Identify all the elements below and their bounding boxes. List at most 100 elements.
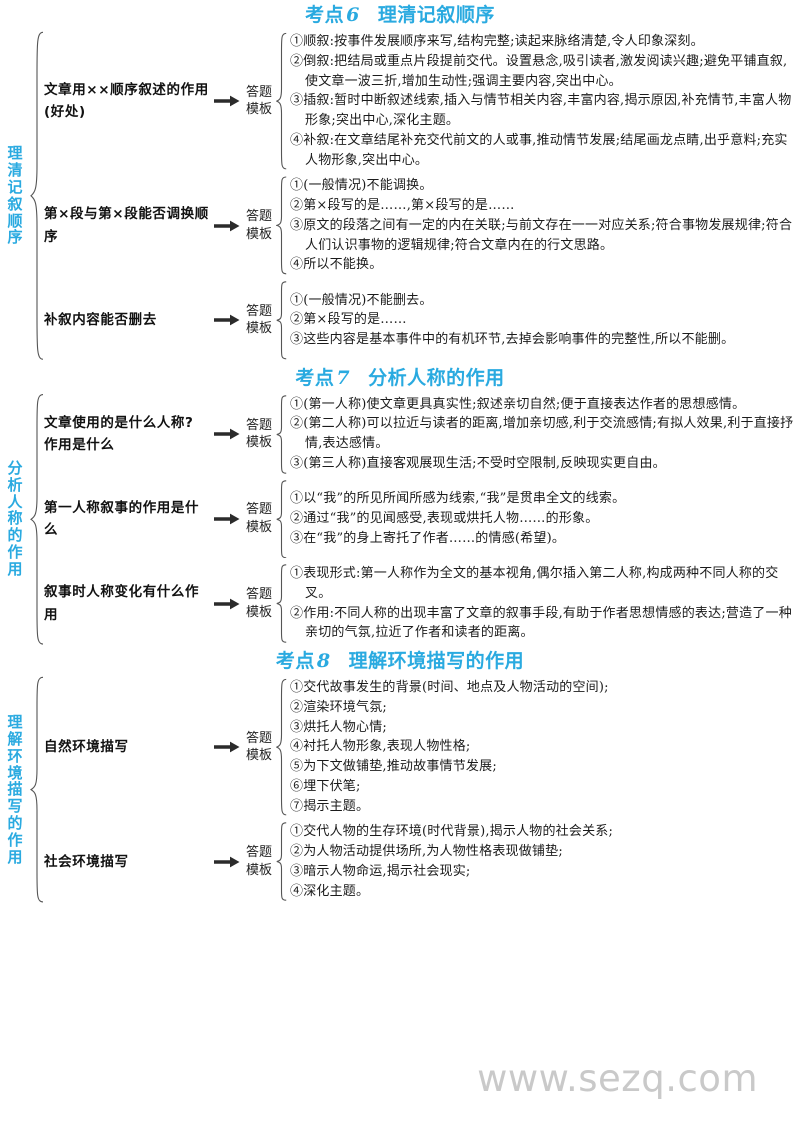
- answer-item: ①(一般情况)不能调换。: [290, 178, 433, 194]
- kaodian-number: 7: [336, 366, 351, 389]
- section-vertical-label: 理清记叙顺序: [0, 29, 30, 363]
- answer-item: ①顺叙:按事件发展顺序来写,结构完整;读起来脉络清楚,令人印象深刻。: [290, 34, 704, 49]
- answer-template-line2: 模板: [245, 321, 272, 337]
- watermark: www.sezq.com: [477, 1057, 758, 1100]
- arrow-icon: [212, 598, 242, 610]
- kaodian-label: 考点: [305, 4, 345, 26]
- answer-template-label: 答题模板: [242, 84, 276, 119]
- answer-item: ⑤为下文做铺垫,推动故事情节发展;: [290, 759, 497, 775]
- vertical-label-char: 解: [7, 729, 23, 748]
- question-text: 补叙内容能否删去: [44, 312, 157, 329]
- answer-item: ③插叙:暂时中断叙述线索,插入与情节相关内容,丰富内容,揭示原因,补充情节,丰富…: [290, 93, 792, 128]
- kaodian-number: 6: [346, 4, 360, 26]
- answer-template-label: 答题模板: [242, 844, 276, 879]
- answer-template-label: 答题模板: [242, 208, 276, 243]
- answer-template-line1: 答题: [245, 417, 272, 433]
- kaodian-title: 分析人称的作用: [368, 366, 505, 389]
- answer-brace: [276, 32, 287, 170]
- answer-item: ④衬托人物形象,表现人物性格;: [290, 739, 471, 755]
- answer-brace: [276, 395, 287, 474]
- vertical-label-char: 析: [7, 475, 23, 494]
- group-brace: [30, 675, 44, 904]
- answer-items: ①(一般情况)不能调换。②第×段写的是……,第×段写的是……③原文的段落之间有一…: [287, 176, 800, 275]
- question-row: 叙事时人称变化有什么作用 答题模板 ①表现形式:第一人称作为全文的基本视角,偶尔插入…: [44, 561, 800, 646]
- vertical-label-char: 记: [7, 177, 23, 196]
- arrow-icon: [212, 428, 242, 440]
- vertical-label-char: 描: [7, 780, 23, 799]
- answer-items: ①表现形式:第一人称作为全文的基本视角,偶尔插入第二人称,构成两种不同人称的交叉…: [287, 564, 800, 643]
- arrow-icon: [212, 220, 242, 232]
- answer-template-label: 答题模板: [242, 586, 276, 621]
- vertical-label-char: 分: [7, 459, 23, 478]
- arrow-icon: [212, 741, 242, 753]
- answer-template-label: 答题模板: [242, 303, 276, 338]
- answer-template-line2: 模板: [245, 226, 272, 242]
- answer-template-line2: 模板: [245, 862, 272, 878]
- answer-template-label: 答题模板: [242, 730, 276, 765]
- answer-item: ④补叙:在文章结尾补充交代前文的人或事,推动情节发展;结尾画龙点睛,出乎意料;充…: [290, 132, 788, 168]
- answer-item: ⑥埋下伏笔;: [290, 778, 361, 794]
- answer-template-line1: 答题: [245, 730, 272, 746]
- answer-template-line2: 模板: [245, 748, 272, 764]
- vertical-label-char: 作: [7, 543, 23, 562]
- answer-item: ①(一般情况)不能删去。: [290, 292, 433, 308]
- answer-item: ②(第二人称)可以拉近与读者的距离,增加亲切感,利于交流感情;有拟人效果,利于直…: [290, 416, 794, 452]
- kaodian-title: 理解环境描写的作用: [348, 650, 525, 673]
- answer-brace: [276, 176, 287, 275]
- section-vertical-label: 理解环境描写的作用: [0, 675, 30, 904]
- vertical-label-char: 理: [7, 713, 23, 732]
- answer-items: ①交代人物的生存环境(时代背景),揭示人物的社会关系;②为人物活动提供场所,为人…: [287, 822, 800, 901]
- arrow-icon: [212, 314, 242, 326]
- vertical-label-char: 用: [7, 559, 23, 578]
- answer-template-line1: 答题: [245, 502, 272, 518]
- answer-item: ②作用:不同人称的出现丰富了文章的叙事手段,有助于作者思想情感的表达;营造了一种…: [290, 605, 792, 641]
- answer-items: ①(一般情况)不能删去。②第×段写的是……③这些内容是基本事件中的有机环节,去掉…: [287, 291, 800, 350]
- answer-item: ④所以不能换。: [290, 257, 383, 273]
- answer-template-line2: 模板: [245, 519, 272, 535]
- vertical-label-char: 清: [7, 161, 23, 180]
- vertical-label-char: 序: [7, 228, 23, 247]
- arrow-icon: [212, 95, 242, 107]
- vertical-label-char: 叙: [7, 194, 23, 213]
- answer-template-line1: 答题: [245, 587, 272, 603]
- kaodian-label: 考点: [295, 366, 335, 389]
- question-text: 叙事时人称变化有什么作用: [44, 584, 200, 623]
- answer-item: ②第×段写的是……: [290, 312, 407, 328]
- arrow-icon: [212, 513, 242, 525]
- answer-item: ③暗示人物命运,揭示社会现实;: [290, 863, 471, 879]
- answer-template-line1: 答题: [245, 209, 272, 225]
- section-vertical-label: 分析人称的作用: [0, 392, 30, 647]
- vertical-label-char: 的: [7, 526, 23, 545]
- answer-item: ②渲染环境气氛;: [290, 699, 387, 715]
- answer-item: ③(第三人称)直接客观展现生活;不受时空限制,反映现实更自由。: [290, 455, 666, 471]
- answer-template-label: 答题模板: [242, 417, 276, 452]
- answer-item: ③烘托人物心情;: [290, 719, 387, 735]
- answer-item: ②倒叙:把结局或重点片段提前交代。设置悬念,吸引读者,激发阅读兴趣;避免平铺直叙…: [290, 53, 788, 89]
- vertical-label-char: 理: [7, 144, 23, 163]
- answer-template-line1: 答题: [245, 84, 272, 100]
- answer-brace: [276, 281, 287, 360]
- answer-item: ①(第一人称)使文章更具真实性;叙述亲切自然;便于直接表达作者的思想感情。: [290, 396, 746, 412]
- vertical-label-char: 环: [7, 746, 23, 765]
- group-brace: [30, 29, 44, 363]
- answer-items: ①顺叙:按事件发展顺序来写,结构完整;读起来脉络清楚,令人印象深刻。 ②倒叙:把结…: [287, 32, 800, 170]
- vertical-label-char: 的: [7, 813, 23, 832]
- vertical-label-char: 写: [7, 797, 23, 816]
